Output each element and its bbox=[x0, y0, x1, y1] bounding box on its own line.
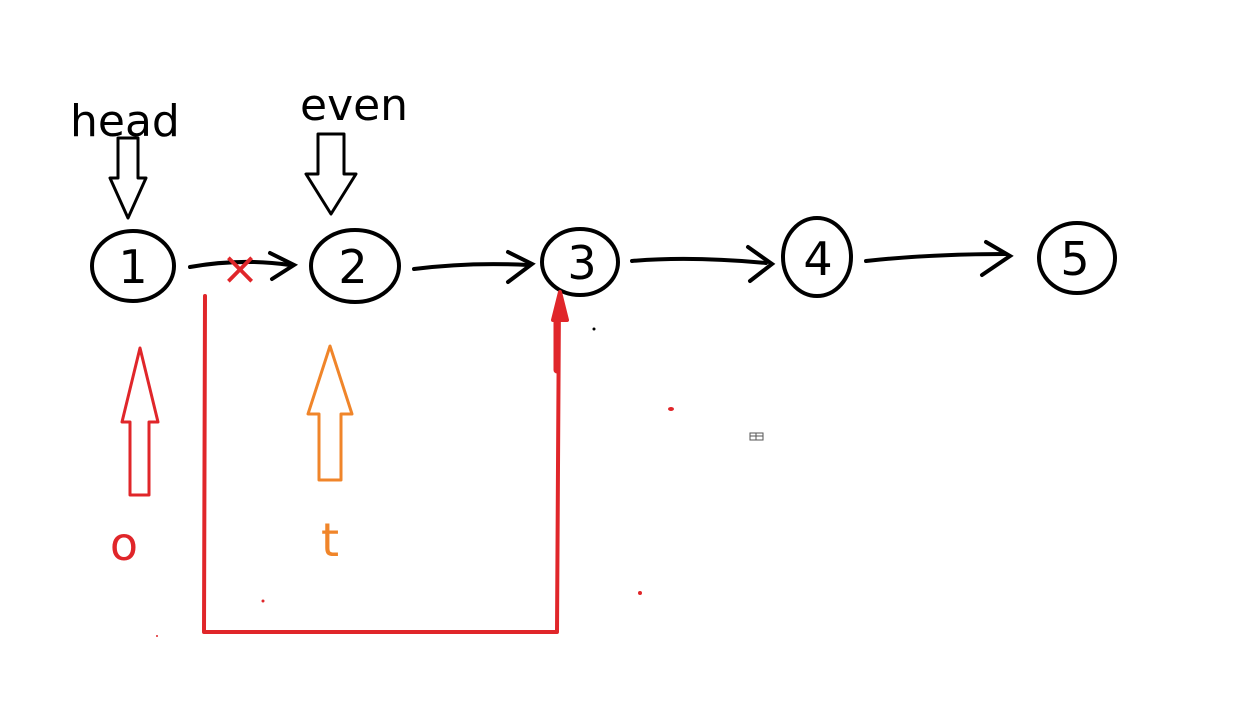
node-2: 2 bbox=[309, 228, 401, 304]
node-4-label: 4 bbox=[803, 232, 832, 286]
tiny-grid-icon bbox=[749, 432, 764, 441]
stray-dot bbox=[668, 407, 674, 411]
temp-pointer-arrow bbox=[306, 344, 354, 482]
odd-pointer-arrow bbox=[120, 346, 160, 497]
even-pointer-arrow bbox=[304, 132, 358, 216]
stray-dot bbox=[261, 599, 265, 603]
node-2-label: 2 bbox=[338, 240, 367, 294]
stray-dot bbox=[592, 327, 596, 331]
edge-1-2 bbox=[188, 251, 299, 281]
node-5: 5 bbox=[1037, 221, 1117, 295]
edge-4-5 bbox=[864, 240, 1014, 277]
node-4: 4 bbox=[781, 216, 853, 298]
stray-dot bbox=[156, 635, 158, 637]
even-label: even bbox=[300, 80, 408, 131]
edge-2-3 bbox=[412, 250, 536, 284]
node-5-label: 5 bbox=[1060, 232, 1089, 286]
edge-3-4 bbox=[630, 245, 776, 283]
head-pointer-arrow bbox=[108, 136, 148, 220]
temp-label: t bbox=[321, 513, 339, 567]
stray-dot bbox=[638, 591, 642, 595]
node-1-label: 1 bbox=[118, 240, 147, 294]
reroute-link-1-3 bbox=[202, 290, 569, 634]
node-3-label: 3 bbox=[567, 236, 596, 290]
cut-mark: × bbox=[221, 241, 260, 295]
node-1: 1 bbox=[90, 229, 176, 303]
odd-label: o bbox=[110, 517, 138, 571]
node-3: 3 bbox=[540, 227, 620, 297]
